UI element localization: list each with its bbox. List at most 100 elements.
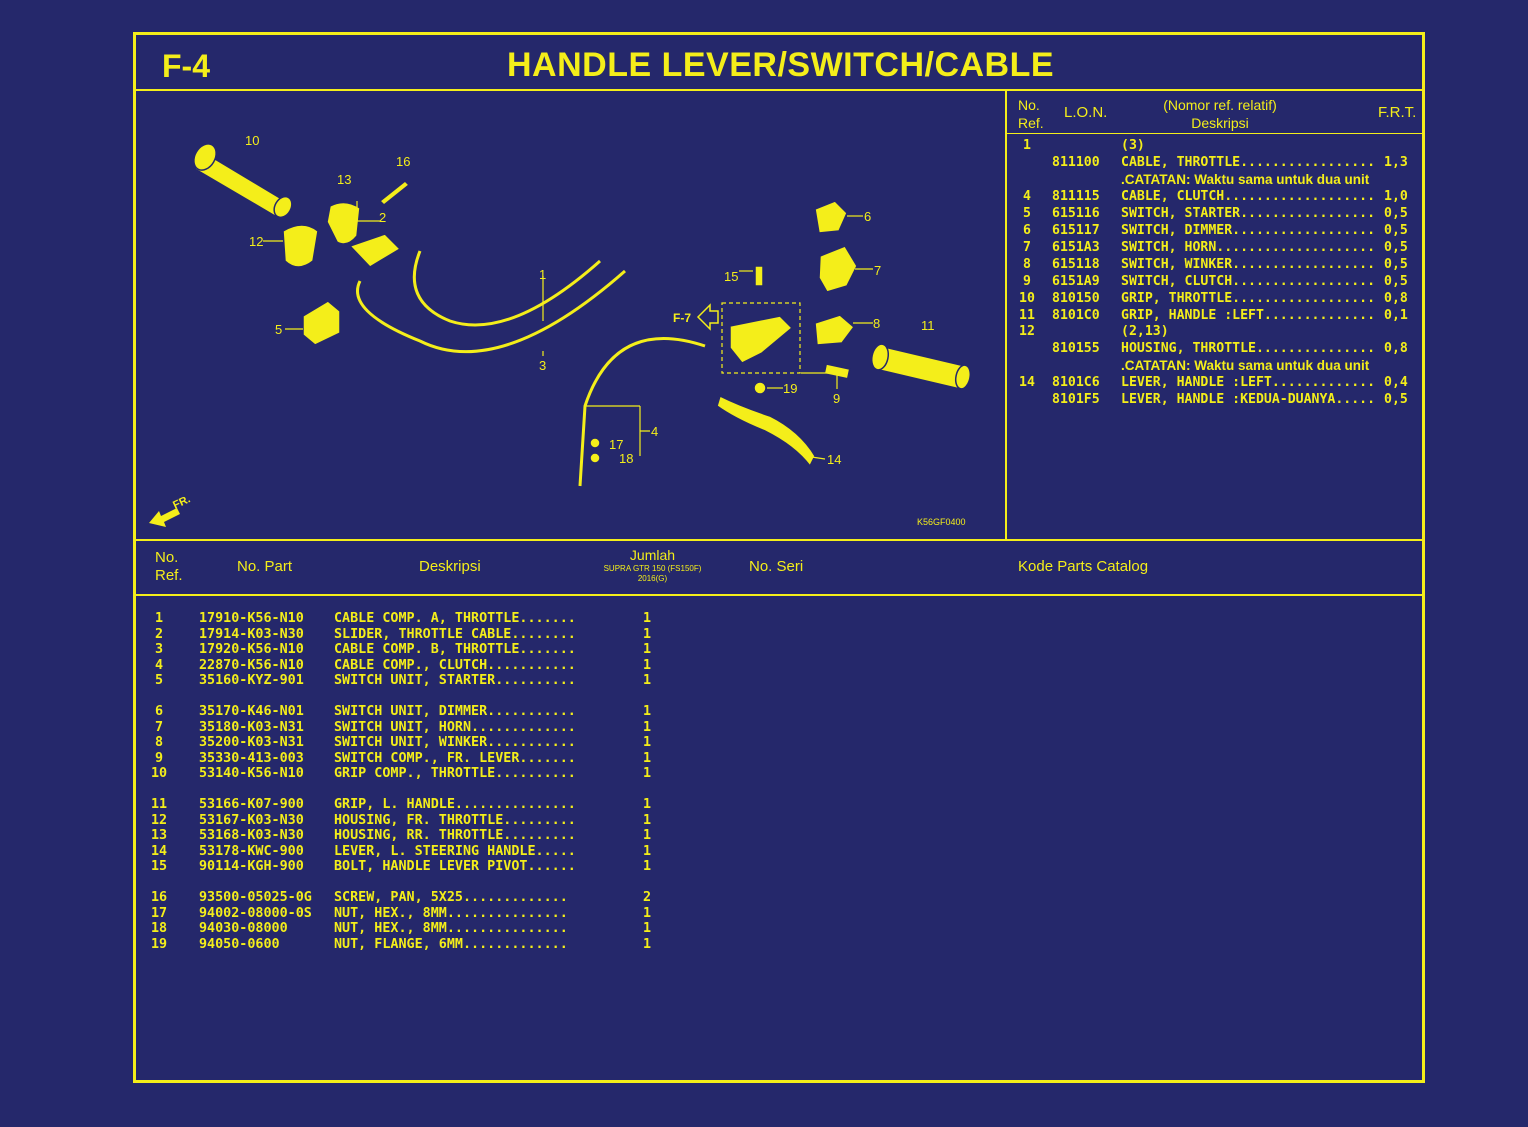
parts-header-part-no: No. Part: [237, 558, 293, 575]
pan-screw-16: [378, 179, 411, 207]
frt-time: 0,5: [1384, 273, 1408, 289]
part-number: 53140-K56-N10: [199, 766, 304, 781]
frt-desc: (2,13): [1121, 324, 1169, 340]
frt-desc: .CATATAN: Waktu sama untuk dua unit: [1121, 171, 1370, 187]
frt-ref: 10: [1019, 290, 1035, 306]
callout-6: 6: [864, 209, 871, 224]
frt-time: 0,8: [1384, 341, 1408, 357]
callout-14: 14: [827, 452, 841, 467]
part-quantity: 1: [643, 642, 652, 657]
frt-header-desc-line1: (Nomor ref. relatif): [1163, 97, 1277, 113]
frt-time: 0,5: [1384, 392, 1408, 408]
frt-lon: 6151A3: [1052, 239, 1100, 255]
part-description: NUT, HEX., 8MM...............: [334, 905, 568, 921]
part-quantity: 1: [643, 812, 652, 828]
frt-ref: 7: [1023, 239, 1031, 255]
frt-lon: 8101F5: [1052, 392, 1100, 408]
lever-assembly-outline: [721, 302, 801, 374]
part-description: LEVER, L. STEERING HANDLE.....: [334, 843, 576, 859]
parts-header-ref-line2: Ref.: [155, 567, 183, 584]
frt-desc: LEVER, HANDLE :KEDUA-DUANYA.....: [1121, 392, 1376, 408]
pivot-bolt-15: [754, 265, 764, 287]
part-ref: 7: [154, 719, 164, 735]
frt-lon: 810155: [1052, 341, 1100, 357]
frt-desc: HOUSING, THROTTLE...............: [1121, 341, 1376, 357]
frt-time: 0,8: [1384, 290, 1408, 306]
part-quantity: 1: [643, 735, 652, 750]
part-ref: 2: [154, 626, 164, 642]
left-grip-11: [870, 343, 972, 390]
frt-ref: 6: [1023, 222, 1031, 238]
frt-header-lon: L.O.N.: [1064, 104, 1108, 121]
part-number: 35200-K03-N31: [199, 735, 304, 750]
part-description: CABLE COMP., CLUTCH...........: [334, 657, 576, 673]
part-number: 53178-KWC-900: [199, 843, 304, 859]
part-quantity: 1: [643, 936, 652, 952]
part-ref: 3: [154, 642, 164, 657]
frt-ref: 1: [1023, 138, 1031, 153]
throttle-housing-rear-13: [326, 201, 361, 245]
flange-nut-19: [753, 381, 767, 395]
front-direction-label: FR.: [171, 493, 192, 511]
figure-code: K56GF0400: [917, 517, 966, 527]
parts-header-divider: [133, 594, 1425, 596]
hex-nut-18: [589, 452, 601, 464]
part-quantity: 2: [643, 890, 652, 905]
throttle-cable-1: [412, 250, 601, 327]
frt-header-ref-line2: Ref.: [1018, 115, 1044, 131]
frt-time: 0,5: [1384, 222, 1408, 238]
frt-time: 0,5: [1384, 239, 1408, 255]
part-description: NUT, HEX., 8MM...............: [334, 921, 568, 936]
frt-lon: 810150: [1052, 290, 1100, 306]
catalog-frame: [133, 32, 1425, 1083]
exploded-parts-diagram: 10 16 13 2 12 5 1 3 4 17 18 15 19 14 9 6…: [149, 133, 972, 527]
frt-desc: SWITCH, CLUTCH..................: [1121, 273, 1376, 289]
frt-desc: SWITCH, DIMMER..................: [1121, 222, 1376, 238]
callout-19: 19: [783, 381, 797, 396]
frt-time: 1,3: [1384, 154, 1408, 170]
frt-time: 0,1: [1384, 307, 1408, 323]
ref-arrow-icon: [696, 303, 719, 331]
hex-nut-17: [589, 437, 601, 449]
frt-time: 0,4: [1384, 375, 1408, 391]
callout-9: 9: [833, 391, 840, 406]
part-description: SWITCH UNIT, WINKER...........: [334, 735, 576, 750]
parts-header-ref-line1: No.: [155, 549, 179, 566]
part-ref: 18: [150, 921, 168, 936]
frt-ref: 9: [1023, 273, 1031, 289]
frt-header-divider: [1005, 133, 1425, 134]
callout-16: 16: [396, 154, 410, 169]
part-quantity: 1: [643, 750, 652, 766]
callout-3: 3: [539, 358, 546, 373]
callout-2: 2: [379, 210, 386, 225]
part-quantity: 1: [643, 719, 652, 735]
frt-ref: 5: [1023, 205, 1031, 221]
callout-18: 18: [619, 451, 633, 466]
throttle-housing-front-12: [282, 224, 319, 268]
part-ref: 10: [150, 766, 168, 781]
frt-lon: 6151A9: [1052, 273, 1100, 289]
part-number: 17920-K56-N10: [199, 642, 304, 657]
part-description: SCREW, PAN, 5X25.............: [334, 890, 568, 905]
callout-1: 1: [539, 267, 546, 282]
part-ref: 9: [154, 750, 164, 766]
part-description: SWITCH UNIT, DIMMER...........: [334, 704, 576, 719]
throttle-cable-slider-2: [348, 233, 402, 268]
frt-ref: 4: [1023, 188, 1031, 204]
part-ref: 5: [154, 673, 164, 688]
title-divider: [133, 89, 1425, 91]
clutch-cable-4: [578, 337, 706, 487]
frt-ref: 8: [1023, 256, 1031, 272]
part-number: 35160-KYZ-901: [199, 673, 304, 688]
dimmer-switch-6: [814, 200, 848, 234]
callout-8: 8: [873, 316, 880, 331]
